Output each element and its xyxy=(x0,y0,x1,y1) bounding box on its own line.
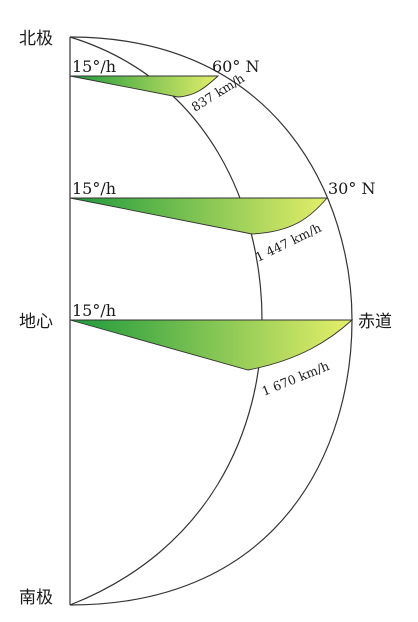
wedge-equator xyxy=(69,319,354,371)
south-pole-label: 南极 xyxy=(19,588,53,608)
earth-center-label: 地心 xyxy=(19,312,53,332)
angular-speed-equator: 15°/h xyxy=(72,301,116,320)
wedge-60n xyxy=(69,75,220,98)
equator-label: 赤道 xyxy=(358,312,392,332)
lat-30-label: 30° N xyxy=(328,179,375,198)
north-pole-label: 北极 xyxy=(19,29,53,49)
angular-speed-30: 15°/h xyxy=(72,179,116,198)
wedge-30n xyxy=(69,197,328,235)
angular-speed-60: 15°/h xyxy=(72,57,116,76)
lat-60-label: 60° N xyxy=(212,57,259,76)
